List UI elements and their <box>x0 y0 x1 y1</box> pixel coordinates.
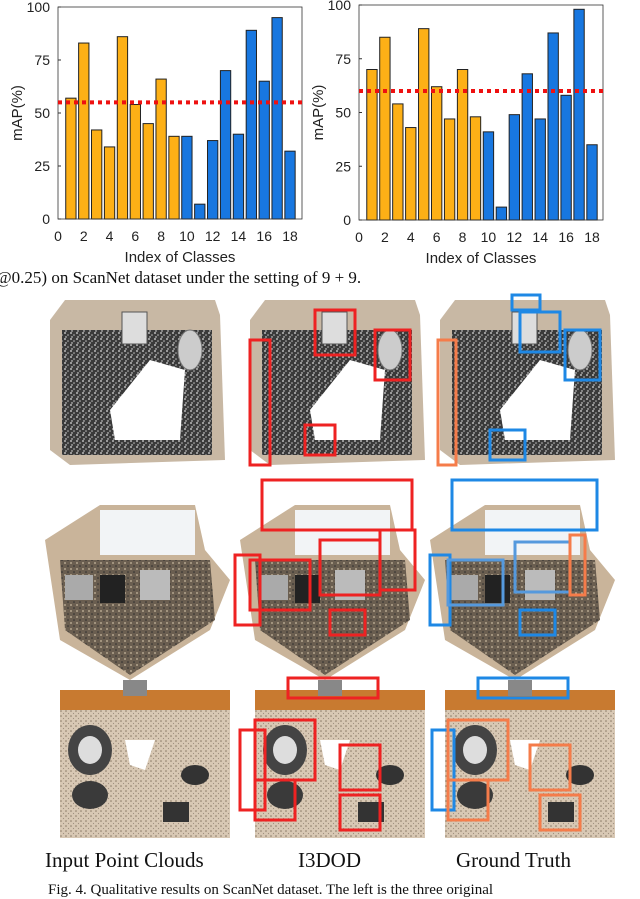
y-tick-label-25: 25 <box>335 158 351 174</box>
y-axis-label: mAP(%) <box>9 85 26 141</box>
y-tick-label-0: 0 <box>343 212 351 228</box>
y-tick-label-75: 75 <box>335 51 351 67</box>
x-tick-label-0: 0 <box>54 228 62 244</box>
column-label-i3dod: I3DOD <box>298 848 361 872</box>
x-tick-label-8: 8 <box>157 228 165 244</box>
x-tick-label-12: 12 <box>507 229 523 245</box>
x-tick-label-2: 2 <box>80 228 88 244</box>
bar-class-9 <box>168 135 180 220</box>
bar-class-15 <box>245 29 257 220</box>
bar-class-5 <box>116 36 129 220</box>
scene-2-input <box>45 505 230 680</box>
bar-class-10 <box>181 135 193 220</box>
x-tick-label-6: 6 <box>131 228 139 244</box>
y-tick-label-0: 0 <box>42 211 50 227</box>
y-tick-label-25: 25 <box>34 158 50 174</box>
bar-class-7 <box>443 118 456 221</box>
column-label-ground-truth: Ground Truth <box>456 848 571 872</box>
column-label-input: Input Point Clouds <box>45 848 204 872</box>
x-tick-label-6: 6 <box>433 229 441 245</box>
x-axis-label: Index of Classes <box>426 250 537 267</box>
bar-class-1 <box>65 97 77 220</box>
bar-class-6 <box>129 104 141 220</box>
bar-class-18 <box>586 144 598 221</box>
bar-class-14 <box>534 118 546 221</box>
scene-3-ground-truth <box>430 676 615 838</box>
x-tick-label-2: 2 <box>381 229 389 245</box>
y-tick-label-50: 50 <box>34 105 50 121</box>
scene-2-ground-truth <box>428 478 615 680</box>
caption-top: @0.25) on ScanNet dataset under the sett… <box>0 268 362 287</box>
y-tick-label-100: 100 <box>27 0 51 15</box>
x-tick-label-16: 16 <box>558 229 574 245</box>
scene-1-input <box>49 299 226 466</box>
bar-class-3 <box>91 129 103 220</box>
bar-class-9 <box>469 116 482 221</box>
bar-class-10 <box>482 131 495 221</box>
x-tick-label-14: 14 <box>532 229 548 245</box>
scene-3-i3dod <box>238 676 425 838</box>
bar-class-2 <box>78 42 90 220</box>
bar-class-8 <box>155 78 167 220</box>
x-tick-label-18: 18 <box>584 229 600 245</box>
bar-class-6 <box>430 86 443 221</box>
x-tick-label-18: 18 <box>282 228 298 244</box>
bar-class-14 <box>232 133 245 220</box>
x-tick-label-0: 0 <box>355 229 363 245</box>
bar-class-15 <box>547 32 559 221</box>
x-tick-label-10: 10 <box>179 228 195 244</box>
bar-class-13 <box>521 73 533 221</box>
x-tick-label-4: 4 <box>407 229 415 245</box>
scene-1-ground-truth <box>436 293 616 467</box>
scene-3-input <box>60 680 230 838</box>
x-tick-label-10: 10 <box>481 229 497 245</box>
bar-class-18 <box>284 150 296 220</box>
bar-class-2 <box>379 36 391 221</box>
bar-class-7 <box>142 123 154 220</box>
qualitative-results-grid <box>45 293 616 838</box>
y-axis-label: mAP(%) <box>310 85 327 141</box>
x-axis-label: Index of Classes <box>125 249 236 266</box>
scene-1-i3dod <box>248 299 426 467</box>
x-tick-label-14: 14 <box>231 228 247 244</box>
scene-2-i3dod <box>233 478 425 680</box>
bar-class-4 <box>405 127 417 221</box>
x-tick-label-8: 8 <box>459 229 467 245</box>
x-tick-label-16: 16 <box>256 228 272 244</box>
bar-class-13 <box>219 70 232 220</box>
bar-class-3 <box>392 103 404 221</box>
bar-class-5 <box>418 28 430 221</box>
bar-class-17 <box>271 17 283 220</box>
bar-class-11 <box>194 203 206 220</box>
x-tick-label-12: 12 <box>205 228 221 244</box>
bar-class-12 <box>508 114 521 221</box>
bar-class-11 <box>495 206 508 221</box>
y-tick-label-50: 50 <box>335 105 351 121</box>
bar-class-12 <box>207 140 219 220</box>
bar-class-4 <box>103 146 116 220</box>
x-tick-label-4: 4 <box>106 228 114 244</box>
y-tick-label-100: 100 <box>328 0 352 13</box>
figure-caption: Fig. 4. Qualitative results on ScanNet d… <box>48 882 494 898</box>
y-tick-label-75: 75 <box>34 52 50 68</box>
bar-class-16 <box>560 94 572 221</box>
bar-class-17 <box>573 8 585 221</box>
